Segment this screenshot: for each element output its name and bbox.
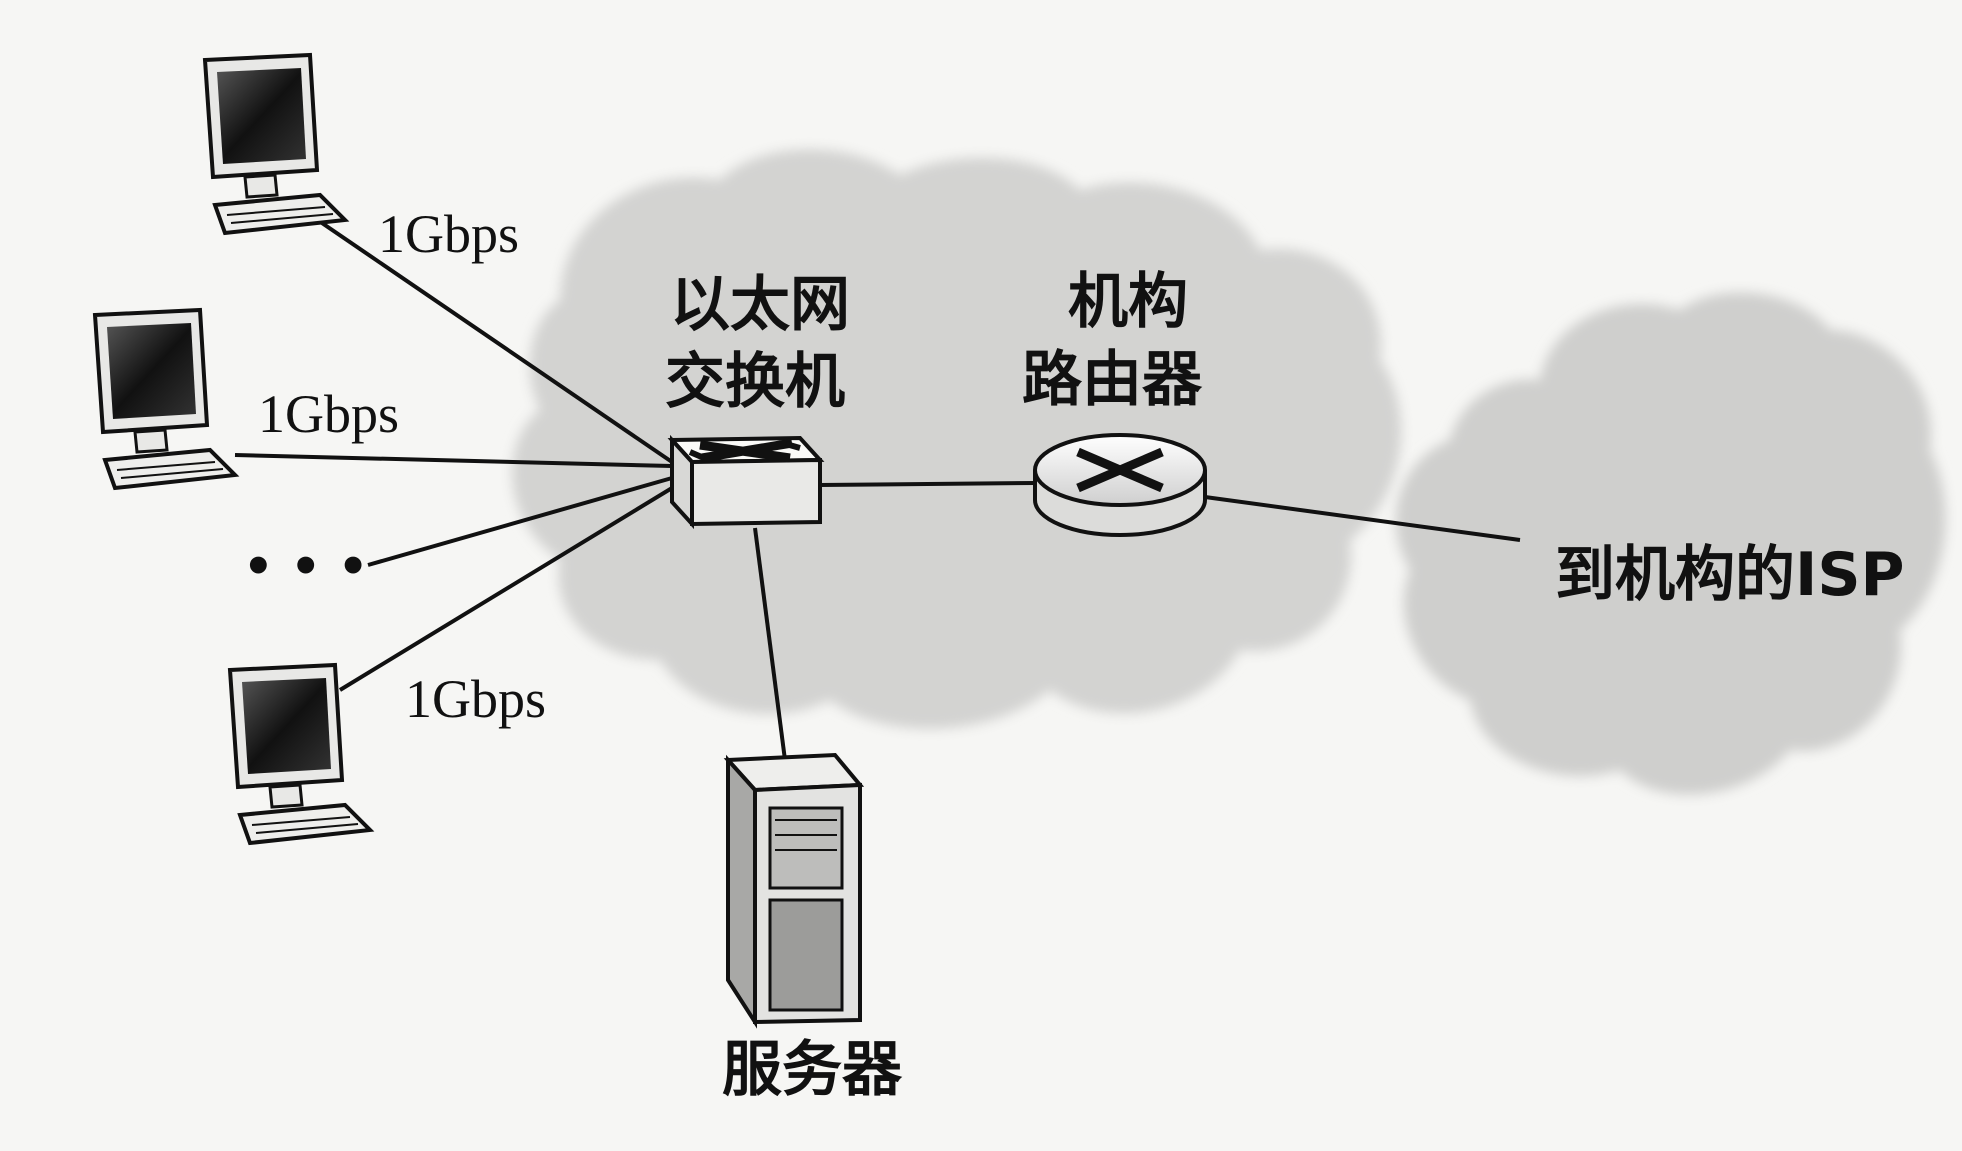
link-switch-router xyxy=(819,481,1036,487)
server-icon xyxy=(723,752,865,1029)
switch-icon xyxy=(667,434,825,530)
link-speed-label-3: 1Gbps xyxy=(405,669,546,729)
router-label-line2: 路由器 xyxy=(1022,345,1203,415)
link-pc1-switch xyxy=(298,206,674,464)
switch-label-line1: 以太网 xyxy=(670,270,850,340)
more-computers-ellipsis: • • • xyxy=(243,539,368,595)
router-icon xyxy=(1033,433,1207,537)
link-pc2-switch xyxy=(234,453,673,468)
link-switch-server xyxy=(753,527,787,761)
links xyxy=(234,206,1521,761)
computer-icon xyxy=(92,307,240,491)
computer-icon xyxy=(227,662,375,846)
link-router-isp xyxy=(1204,495,1521,542)
isp-label: 到机构的ISP xyxy=(1555,540,1905,610)
switch-label-line2: 交换机 xyxy=(665,347,845,417)
link-speed-label-1: 1Gbps xyxy=(378,204,519,264)
router-label-line1: 机构 xyxy=(1068,267,1188,337)
institution-cloud xyxy=(512,149,1402,729)
computer-icon xyxy=(202,52,350,236)
link-dots-switch xyxy=(367,476,673,567)
server-label: 服务器 xyxy=(722,1035,903,1105)
link-pc3-switch xyxy=(338,486,674,692)
link-speed-label-2: 1Gbps xyxy=(258,384,399,444)
isp-cloud xyxy=(1395,292,1946,795)
